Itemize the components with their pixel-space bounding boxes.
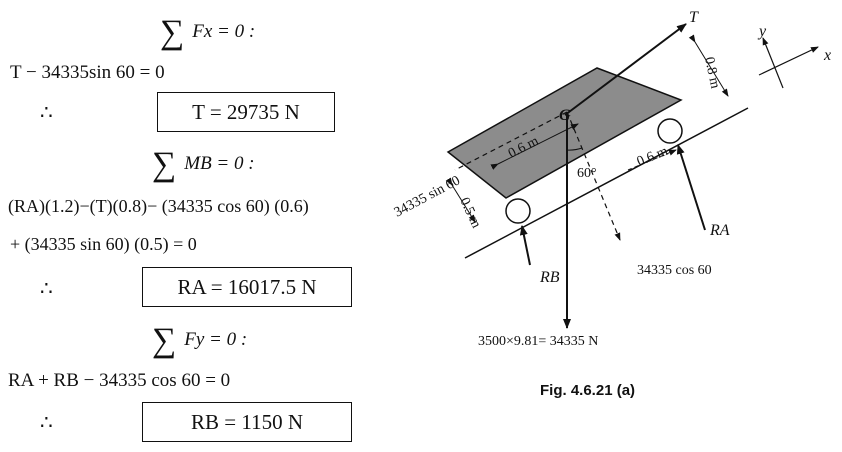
result-ra-box: RA = 16017.5 N [142,267,352,307]
x-axis [758,46,819,76]
sum-fx-equation: ∑ Fx = 0 : [160,8,256,51]
label-y: y [757,23,767,40]
wheel-b [505,198,531,224]
label-dim-0-5: 0.5 m [456,195,483,230]
sigma-symbol: ∑ [160,14,185,51]
y-axis [762,37,784,89]
label-ra: RA [709,222,730,239]
result-t: T = 29735 N [192,99,300,124]
result-rb: RB = 1150 N [191,409,303,434]
therefore-symbol: ∴ [40,278,53,300]
therefore-symbol: ∴ [40,412,53,434]
label-dim-0-8: 0.8 m [701,56,722,90]
dim-0-6-top [490,123,579,170]
equation-2-line-2: + (34335 sin 60) (0.5) = 0 [10,234,197,254]
sum-fy-text: Fy = 0 : [184,329,248,350]
dim-0-8 [688,34,729,97]
trolley-body [446,67,683,199]
label-dim-0-6-right: 0.6 m [635,144,670,170]
label-angle: 60° [577,166,597,181]
figure-caption: Fig. 4.6.21 (a) [540,382,635,399]
result-rb-box: RB = 1150 N [142,402,352,442]
result-ra: RA = 16017.5 N [177,274,317,299]
equation-1: T − 34335sin 60 = 0 [10,62,165,83]
equation-3: RA + RB − 34335 cos 60 = 0 [8,370,231,391]
sum-fy-equation: ∑ Fy = 0 : [152,316,248,359]
label-weight: 3500×9.81= 34335 N [478,334,598,349]
sigma-symbol: ∑ [152,322,177,359]
reaction-b-arrow [519,225,531,266]
wheel-a [657,118,683,144]
equation-2-line-1: (RA)(1.2)−(T)(0.8)− (34335 cos 60) (0.6) [8,196,309,216]
incline-surface [464,107,749,259]
sigma-symbol: ∑ [152,146,177,183]
dim-0-6-right [627,149,677,171]
label-g: G [559,107,571,124]
label-sin-component: 34335 sin 60 [392,173,463,220]
tension-arrow [564,23,687,116]
result-t-box: T = 29735 N [157,92,335,132]
label-t: T [689,9,699,26]
therefore-symbol: ∴ [40,102,53,124]
label-cos-component: 34335 cos 60 [637,263,712,278]
sum-mb-text: MB = 0 : [184,153,255,174]
dim-0-5 [445,177,476,223]
reaction-a-arrow [676,144,706,231]
sum-mb-equation: ∑ MB = 0 : [152,140,255,183]
label-x: x [823,47,831,64]
label-rb: RB [539,269,560,286]
sum-fx-text: Fx = 0 : [192,21,256,42]
